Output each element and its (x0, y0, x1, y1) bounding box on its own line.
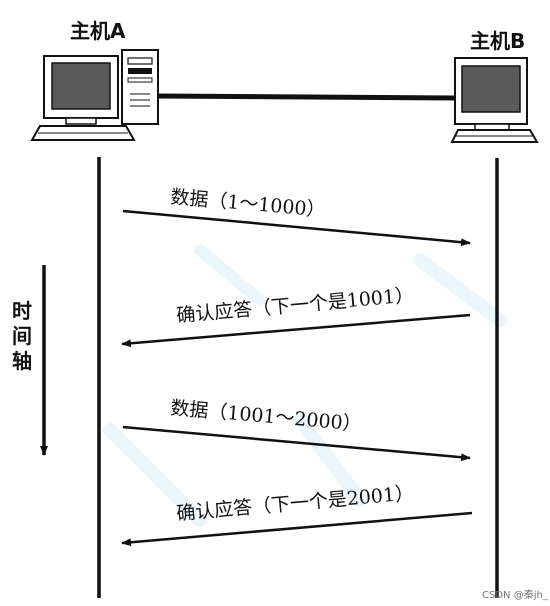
host-a-label: 主机A (70, 19, 126, 43)
background-watermark-strokes (103, 244, 507, 527)
message-arrow-2 (121, 313, 471, 348)
message-label-4: 确认应答（下一个是2001） (176, 482, 415, 525)
time-axis-char-1: 时 (12, 299, 32, 323)
csdn-watermark: CSDN @秦jh_ (482, 588, 549, 601)
message-label-2: 确认应答（下一个是1001） (176, 284, 415, 327)
host-b-computer-icon (450, 57, 539, 143)
host-b-label: 主机B (470, 29, 525, 53)
time-axis-char-3: 轴 (12, 349, 32, 373)
message-arrow-1 (122, 209, 471, 247)
message-arrow-3 (122, 425, 471, 462)
time-axis-char-2: 间 (12, 324, 32, 348)
message-arrow-4 (121, 511, 473, 547)
host-a-computer-icon (30, 49, 159, 141)
network-link (157, 93, 456, 101)
message-label-3: 数据（1001～2000） (170, 397, 363, 436)
